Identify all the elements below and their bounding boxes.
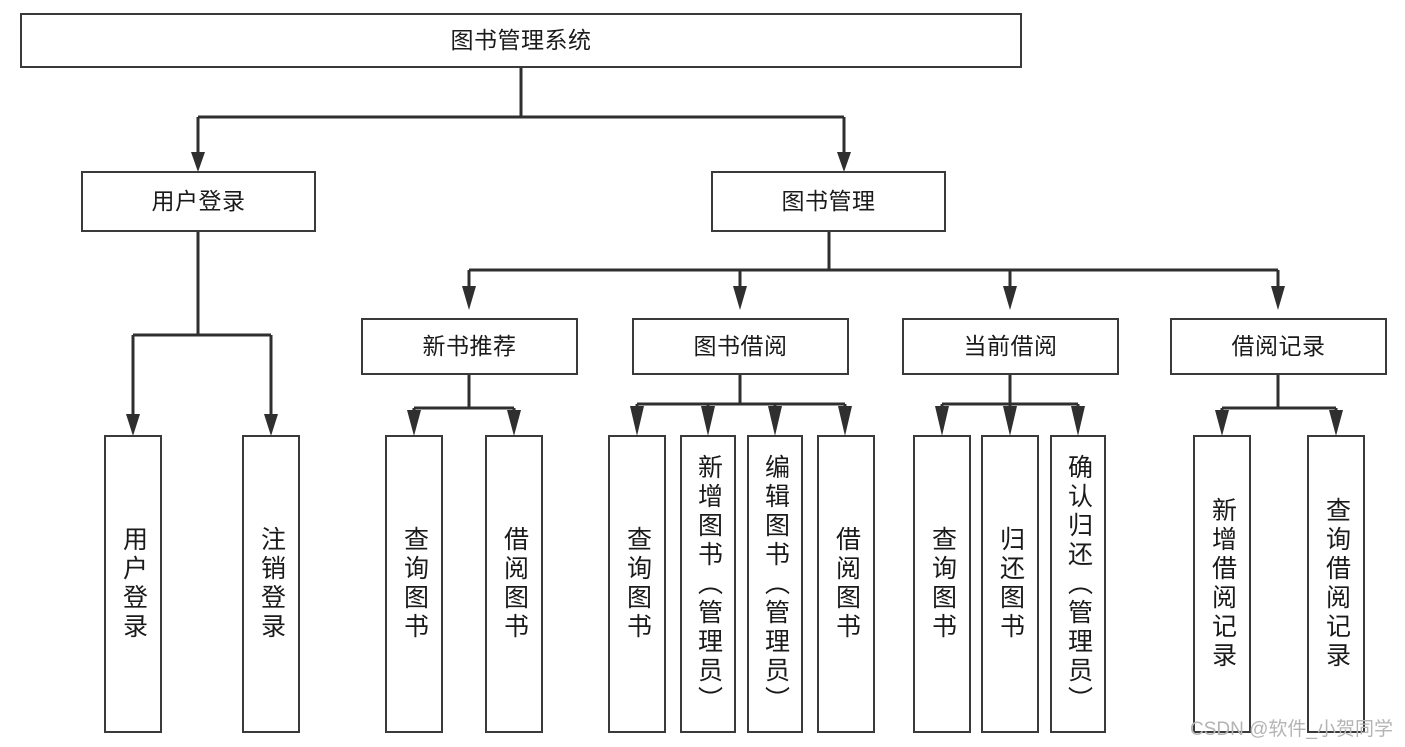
arrowhead: [837, 152, 851, 172]
node-label: 查询图书: [928, 526, 957, 642]
leaf-query-book[interactable]: 查询图书: [608, 435, 666, 733]
watermark-text: CSDN @软件_小贺同学: [1190, 719, 1393, 740]
arrowhead: [507, 410, 521, 436]
arrowhead: [630, 406, 644, 436]
arrowhead: [1215, 410, 1229, 436]
node-book-management[interactable]: 图书管理: [711, 171, 946, 232]
arrowhead: [1003, 406, 1017, 436]
node-label: 当前借阅: [963, 332, 1058, 359]
leaf-query-borrow-record[interactable]: 查询借阅记录: [1307, 435, 1365, 733]
leaf-user-login[interactable]: 用户登录: [104, 435, 162, 733]
arrowhead: [264, 414, 278, 436]
node-label: 图书管理系统: [450, 26, 592, 53]
node-label: 查询图书: [623, 526, 652, 642]
node-label: 查询图书: [400, 526, 429, 642]
node-label: 用户登录: [119, 526, 148, 642]
node-label: 借阅记录: [1231, 332, 1326, 359]
leaf-add-book-admin[interactable]: 新增图书（管理员）: [680, 435, 736, 733]
node-label: 编辑图书（管理员）: [761, 453, 790, 715]
node-label: 确认归还（管理员）: [1064, 453, 1093, 715]
arrowhead: [1271, 286, 1285, 310]
node-label: 借阅图书: [500, 526, 529, 642]
leaf-lend-book[interactable]: 借阅图书: [817, 435, 875, 733]
node-user-login[interactable]: 用户登录: [81, 171, 316, 232]
arrowhead: [935, 406, 949, 436]
node-label: 用户登录: [151, 187, 246, 214]
arrowhead: [733, 286, 747, 310]
node-label: 图书管理: [781, 187, 876, 214]
leaf-borrow-book-recommendation[interactable]: 借阅图书: [485, 435, 543, 733]
node-label: 注销登录: [257, 526, 286, 642]
node-root-book-management-system[interactable]: 图书管理系统: [20, 13, 1022, 68]
node-current-borrow[interactable]: 当前借阅: [902, 318, 1119, 375]
node-label: 新增借阅记录: [1208, 497, 1237, 671]
node-book-borrow[interactable]: 图书借阅: [632, 318, 849, 375]
node-borrow-record[interactable]: 借阅记录: [1170, 318, 1387, 375]
leaf-return-book[interactable]: 归还图书: [981, 435, 1039, 733]
leaf-query-current-book[interactable]: 查询图书: [913, 435, 971, 733]
leaf-confirm-return-admin[interactable]: 确认归还（管理员）: [1050, 435, 1106, 733]
node-label: 图书借阅: [693, 332, 788, 359]
node-label: 借阅图书: [832, 526, 861, 642]
node-label: 查询借阅记录: [1322, 497, 1351, 671]
arrowhead: [838, 406, 852, 436]
arrowhead: [768, 406, 782, 436]
leaf-edit-book-admin[interactable]: 编辑图书（管理员）: [747, 435, 803, 733]
leaf-query-book-recommendation[interactable]: 查询图书: [385, 435, 443, 733]
arrowhead: [1003, 286, 1017, 310]
leaf-add-borrow-record[interactable]: 新增借阅记录: [1193, 435, 1251, 733]
arrowhead: [1071, 406, 1085, 436]
arrowhead: [407, 410, 421, 436]
node-new-book-recommendation[interactable]: 新书推荐: [361, 318, 578, 375]
arrowhead: [191, 152, 205, 172]
arrowhead: [701, 406, 715, 436]
arrowhead: [1329, 410, 1343, 436]
arrowhead: [462, 286, 476, 310]
node-label: 归还图书: [996, 526, 1025, 642]
arrowhead: [126, 414, 140, 436]
leaf-user-logout[interactable]: 注销登录: [242, 435, 300, 733]
node-label: 新增图书（管理员）: [694, 453, 723, 715]
node-label: 新书推荐: [422, 332, 517, 359]
